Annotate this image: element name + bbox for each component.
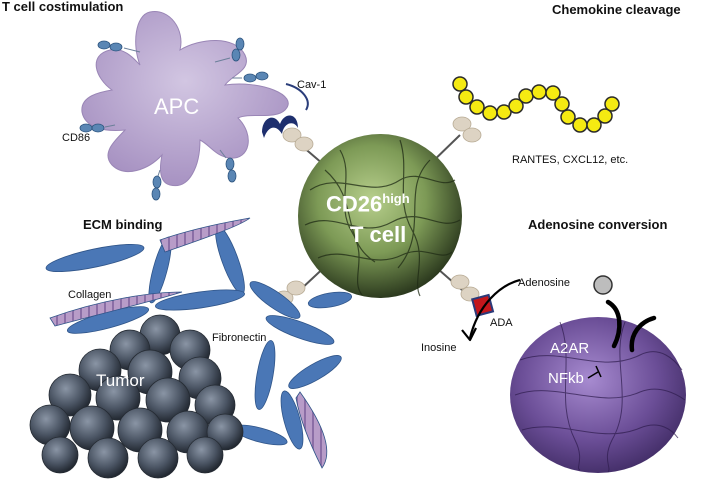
collagen-label: Collagen — [68, 289, 112, 301]
cd86-receptor — [151, 169, 162, 201]
cd86-receptor — [219, 149, 237, 183]
cd26-dimer — [450, 274, 480, 302]
a2ar-label: A2AR — [550, 340, 590, 357]
adenosine-molecule — [593, 275, 613, 295]
cd26-t-cell — [298, 134, 462, 298]
cd26-dimer — [452, 116, 482, 143]
adenosine-label: Adenosine — [518, 277, 570, 289]
title-ecm: ECM binding — [83, 217, 163, 232]
title-adenosine: Adenosine conversion — [528, 217, 668, 232]
cav1-label: Cav-1 — [297, 79, 327, 91]
collagen-striped-fibers — [49, 217, 328, 469]
cd86-receptor — [97, 40, 141, 53]
cd86-receptors — [79, 37, 269, 201]
cd86-receptor — [79, 123, 116, 133]
tcell-label-high: high — [382, 191, 410, 206]
tcell-label: CD26high — [326, 192, 410, 215]
cd26-dimers — [274, 116, 482, 306]
cav1-molecule — [262, 83, 309, 138]
title-costimulation: T cell costimulation — [2, 0, 124, 14]
nfkb-inhibition — [587, 365, 602, 379]
tcell-label-line2: T cell — [350, 222, 407, 247]
cd86-receptor — [232, 71, 269, 83]
conversion-arrow — [461, 278, 521, 342]
tumor-mass — [29, 314, 244, 479]
tcell-label-cd26: CD26 — [326, 191, 383, 217]
apc-label: APC — [154, 94, 200, 119]
a2ar-cell — [510, 317, 686, 473]
cd86-label: CD86 — [62, 132, 91, 144]
cd26-dimer — [282, 127, 314, 152]
chemokine-chain — [452, 76, 620, 133]
tumor-label: Tumor — [96, 371, 145, 390]
title-chemokine: Chemokine cleavage — [552, 2, 681, 17]
a2ar-receptor — [605, 299, 657, 353]
nfkb-label: NFkb — [548, 370, 584, 387]
fibronectin-label: Fibronectin — [212, 332, 267, 344]
ada-label: ADA — [490, 317, 513, 329]
rantes-label: RANTES, CXCL12, etc. — [512, 154, 629, 166]
ecm-fibers — [45, 225, 353, 450]
inosine-label: Inosine — [421, 342, 457, 354]
cd86-receptor — [214, 37, 245, 63]
